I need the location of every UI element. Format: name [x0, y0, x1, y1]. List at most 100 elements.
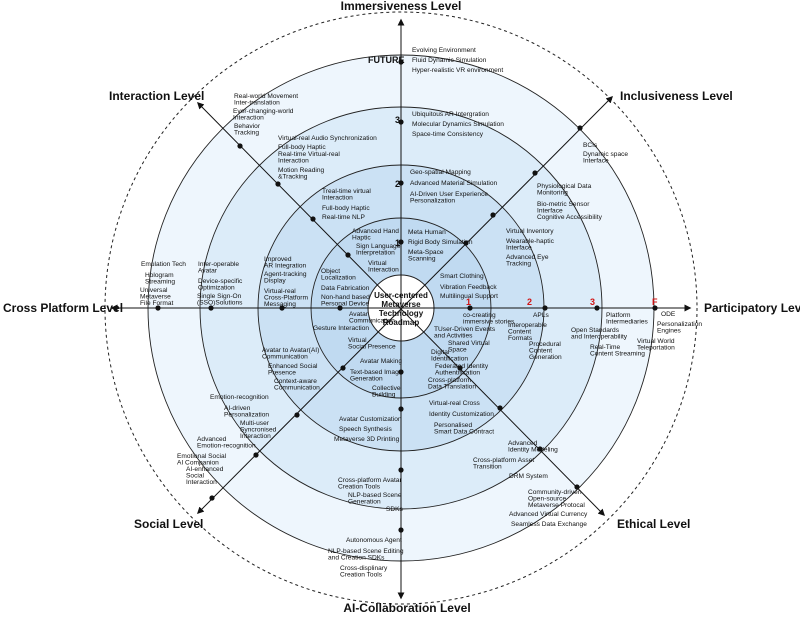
item-ai-1: Speech Synthesis: [339, 426, 392, 433]
item-participatory-6: APLs: [533, 312, 549, 319]
item-line: Tracking: [506, 261, 531, 268]
item-line: Meta Human: [408, 229, 446, 236]
item-line: Social: [186, 473, 204, 480]
item-line: Object: [321, 268, 340, 275]
item-line: &Tracking: [278, 174, 308, 181]
item-line: Platform: [606, 312, 631, 319]
item-line: ODE: [661, 311, 676, 318]
item-line: Identification: [431, 356, 468, 363]
center-title-line-4: Roadmap: [383, 318, 420, 327]
item-line: Advanced: [508, 440, 538, 447]
item-line: Presence: [268, 370, 296, 377]
item-line: Open-source: [528, 496, 566, 503]
item-line: Wearable-haptic: [506, 238, 555, 245]
item-line: Smart Clothing: [440, 273, 484, 280]
item-line: Messaging: [264, 301, 296, 308]
item-line: Content: [529, 348, 552, 355]
item-line: Cross-displinary: [340, 565, 388, 572]
item-line: Metaverse 3D Printing: [334, 436, 400, 443]
item-line: NLP-based Scene Editing: [328, 548, 404, 555]
item-line: Identity Customization: [429, 411, 494, 418]
level-inclusiveness: Inclusiveness Level: [620, 89, 733, 103]
item-line: Display: [264, 278, 286, 285]
item-line: Interpretation: [356, 250, 395, 257]
stage-2: 2: [395, 179, 400, 189]
item-line: Multi-user: [240, 420, 270, 427]
item-line: Generation: [350, 376, 383, 383]
item-line: Physiological Data: [537, 183, 592, 190]
item-line: Localization: [321, 275, 356, 282]
item-line: Avatar to Avatar(AI): [262, 347, 319, 354]
item-line: Avatar: [198, 268, 218, 275]
item-ai-6: Autonomous Agent: [346, 537, 402, 544]
item-line: Device-specific: [198, 278, 243, 285]
item-line: Space: [448, 347, 467, 354]
item-ethical-0: Virtual-real Cross: [429, 400, 481, 407]
item-line: Communication: [274, 385, 320, 392]
item-line: Full-body Haptic: [278, 144, 326, 151]
item-line: Collective: [372, 385, 401, 392]
item-line: Enhanced Social: [268, 363, 318, 370]
item-line: Personal Device: [321, 301, 369, 308]
item-line: Ever-changing-world: [233, 108, 294, 115]
item-line: Interaction: [233, 115, 264, 122]
item-line: BCIs: [583, 142, 598, 149]
item-line: Motion Reading: [278, 167, 325, 174]
item-line: Data Fabrication: [321, 285, 370, 292]
item-line: Generation: [348, 499, 381, 506]
item-ethical-5: DRM System: [509, 473, 548, 480]
item-line: Real-world Movement: [234, 93, 298, 100]
stage-2-red: 2: [527, 297, 532, 307]
item-line: Interaction: [240, 433, 271, 440]
item-line: Engines: [657, 328, 682, 335]
item-line: Improved: [264, 256, 292, 263]
item-inclusive-10: Multilingual Support: [440, 293, 498, 300]
item-interaction-8: Full-body Haptic: [322, 205, 370, 212]
item-line: Content Streaming: [590, 351, 645, 358]
item-inclusive-4: Cognitive Accessibility: [537, 214, 603, 221]
item-ai-5: SDKs: [386, 506, 404, 513]
level-ethical: Ethical Level: [617, 517, 690, 531]
item-line: Hyper-realistic VR environment: [412, 67, 503, 74]
item-immersive-6: Geo-spatial Mapping: [410, 169, 471, 176]
item-line: Building: [372, 392, 396, 399]
item-ai-9: Avatar Making: [360, 358, 402, 365]
item-line: Inter-translation: [234, 100, 280, 107]
item-line: Evolving Environment: [412, 47, 476, 54]
item-line: Vibration Feedback: [440, 284, 497, 291]
stage-future: FUTURE: [368, 55, 405, 65]
item-line: Avatar: [349, 311, 369, 318]
item-line: Community-driven: [528, 489, 582, 496]
item-line: Identity Modeling: [508, 447, 558, 454]
item-line: Teleportation: [637, 345, 675, 352]
item-inclusive-8: Smart Clothing: [440, 273, 484, 280]
item-line: and Creation SDKs: [328, 555, 385, 562]
level-immersiveness: Immersiveness Level: [341, 0, 462, 13]
